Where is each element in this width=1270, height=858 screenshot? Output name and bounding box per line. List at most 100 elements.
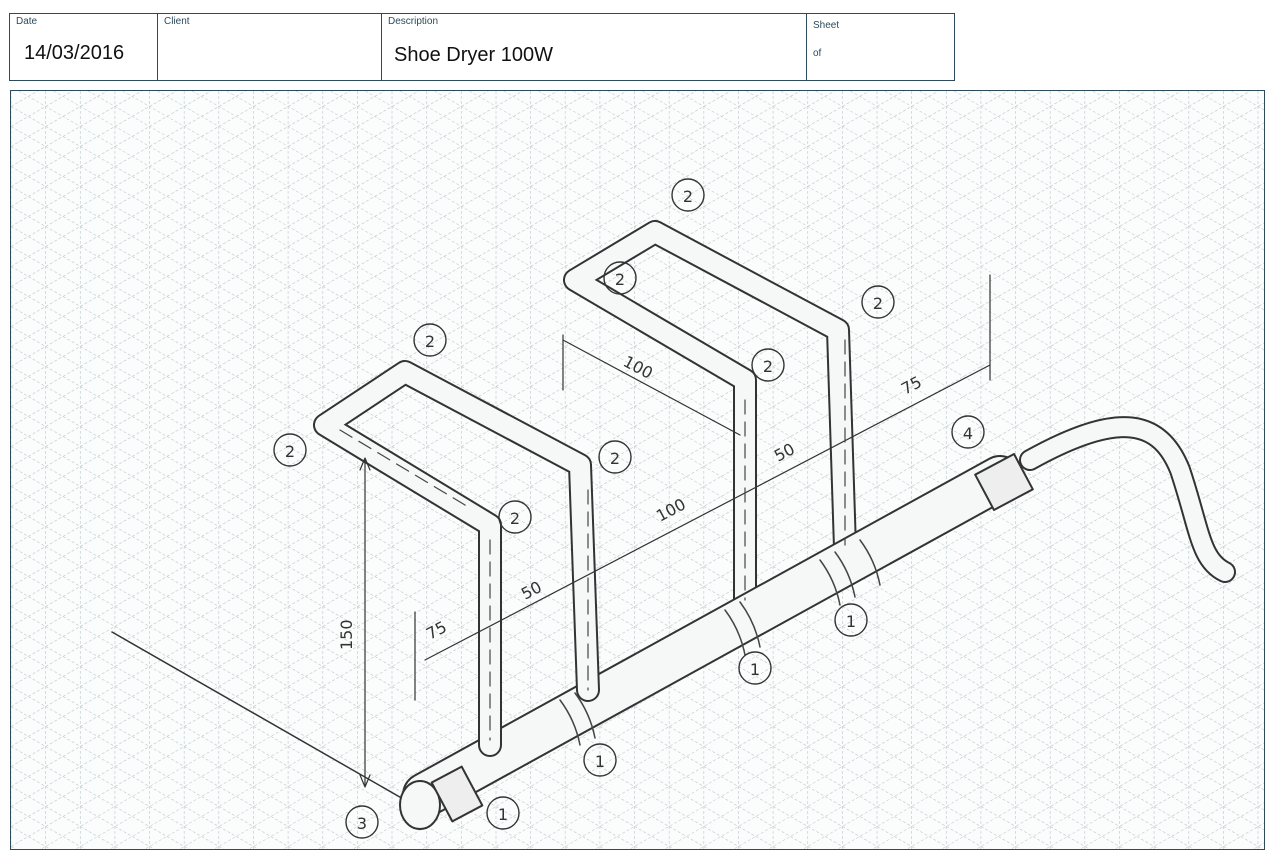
grid-rising-line bbox=[837, 602, 1264, 849]
grid-rising-line bbox=[11, 91, 627, 447]
grid-rising-line bbox=[11, 91, 350, 287]
grid-falling-line bbox=[11, 486, 640, 849]
dim-depth-a: 100 bbox=[653, 494, 689, 525]
grid-rising-line bbox=[144, 202, 1264, 849]
grid-falling-line bbox=[295, 91, 1264, 651]
callout-number: 1 bbox=[750, 660, 760, 679]
end-cap bbox=[399, 780, 441, 830]
date-cell: Date 14/03/2016 bbox=[10, 14, 158, 80]
grid-rising-line bbox=[11, 91, 419, 327]
grid-rising-line bbox=[11, 91, 1112, 727]
grid-rising-line bbox=[560, 442, 1264, 849]
grid-falling-line bbox=[11, 426, 744, 849]
grid-falling-line bbox=[11, 186, 1160, 849]
date-value: 14/03/2016 bbox=[24, 42, 125, 64]
center-lines bbox=[339, 339, 846, 741]
grid-rising-line bbox=[11, 91, 1147, 747]
grid-falling-line bbox=[919, 91, 1264, 291]
grid-rising-line bbox=[11, 91, 1008, 667]
grid-falling-line bbox=[954, 91, 1264, 271]
sheet-of-label: of bbox=[813, 48, 822, 59]
grid-rising-line bbox=[11, 91, 697, 487]
grid-falling-line bbox=[11, 766, 155, 849]
callout-number: 3 bbox=[357, 814, 367, 833]
callout-elbow: 2 bbox=[861, 285, 895, 319]
grid-falling-line bbox=[711, 91, 1264, 411]
grid-falling-line bbox=[11, 366, 848, 849]
grid-rising-line bbox=[11, 91, 593, 427]
base-pipe bbox=[404, 457, 1021, 816]
ground-line bbox=[111, 631, 406, 801]
callout-pipe: 1 bbox=[583, 743, 617, 777]
grid-falling-line bbox=[18, 91, 1264, 811]
grid-rising-line bbox=[11, 91, 870, 587]
grid-rising-line bbox=[664, 502, 1264, 849]
grid-falling-line bbox=[399, 91, 1264, 591]
grid-rising-line bbox=[456, 382, 1264, 849]
pipe-joints bbox=[559, 539, 881, 746]
title-block: Date 14/03/2016 Client Description Shoe … bbox=[9, 13, 955, 81]
grid-falling-line bbox=[850, 91, 1264, 331]
grid-falling-line bbox=[11, 726, 225, 849]
cable-connector bbox=[974, 453, 1034, 511]
grid-rising-line bbox=[11, 91, 246, 227]
callout-connector: 4 bbox=[951, 415, 985, 449]
description-cell: Description Shoe Dryer 100W bbox=[382, 14, 807, 80]
grid-rising-line bbox=[109, 182, 1264, 849]
grid-rising-line bbox=[1252, 842, 1264, 849]
grid-falling-line bbox=[11, 466, 675, 849]
dim-offset-front: 75 bbox=[423, 617, 450, 643]
callout-number: 2 bbox=[285, 442, 295, 461]
end-nut bbox=[430, 765, 484, 823]
grid-falling-line bbox=[11, 226, 1091, 849]
callout-circle bbox=[834, 603, 868, 637]
grid-rising-line bbox=[11, 91, 142, 167]
client-cell: Client bbox=[158, 14, 382, 80]
description-value: Shoe Dryer 100W bbox=[394, 44, 553, 66]
callout-circle bbox=[413, 323, 447, 357]
grid-rising-line bbox=[11, 91, 177, 187]
grid-rising-line bbox=[11, 91, 835, 567]
grid-falling-line bbox=[11, 646, 363, 849]
callout-circle bbox=[345, 805, 379, 839]
grid-falling-line bbox=[11, 406, 779, 849]
description-label: Description bbox=[388, 16, 439, 27]
grid-falling-line bbox=[11, 666, 328, 849]
callout-end-cap: 3 bbox=[345, 805, 379, 839]
dim-spacing-b: 50 bbox=[771, 439, 798, 465]
grid-rising-line bbox=[421, 362, 1264, 849]
grid-rising-line bbox=[1183, 802, 1264, 849]
grid-falling-line bbox=[11, 106, 1264, 831]
grid-falling-line bbox=[53, 91, 1264, 791]
callout-circle bbox=[738, 651, 772, 685]
grid-rising-line bbox=[11, 91, 662, 467]
callout-circle bbox=[583, 743, 617, 777]
grid-rising-line bbox=[11, 91, 385, 307]
grid-rising-line bbox=[1079, 742, 1264, 849]
grid-rising-line bbox=[40, 142, 1264, 849]
grid-rising-line bbox=[11, 91, 731, 507]
grid-falling-line bbox=[88, 91, 1264, 771]
grid-falling-line bbox=[11, 126, 1264, 849]
grid-falling-line bbox=[157, 91, 1264, 731]
client-label: Client bbox=[164, 16, 190, 27]
grid-rising-line bbox=[11, 91, 1251, 807]
grid-falling-line bbox=[11, 306, 952, 849]
grid-rising-line bbox=[11, 91, 1182, 767]
callout-circle bbox=[603, 261, 637, 295]
callout-circle bbox=[598, 440, 632, 474]
grid-falling-line bbox=[815, 91, 1264, 351]
grid-falling-line bbox=[884, 91, 1264, 311]
callout-pipe: 1 bbox=[834, 603, 868, 637]
grid-falling-line bbox=[191, 91, 1264, 711]
date-label: Date bbox=[16, 16, 38, 27]
grid-rising-line bbox=[975, 682, 1264, 849]
power-cord bbox=[1021, 418, 1234, 581]
callout-circle bbox=[751, 348, 785, 382]
grid-falling-line bbox=[1196, 91, 1264, 131]
grid-rising-line bbox=[733, 542, 1264, 849]
grid-falling-line bbox=[988, 91, 1264, 251]
grid-rising-line bbox=[11, 91, 38, 107]
grid-rising-line bbox=[11, 91, 1078, 707]
grid-rising-line bbox=[11, 102, 1264, 827]
